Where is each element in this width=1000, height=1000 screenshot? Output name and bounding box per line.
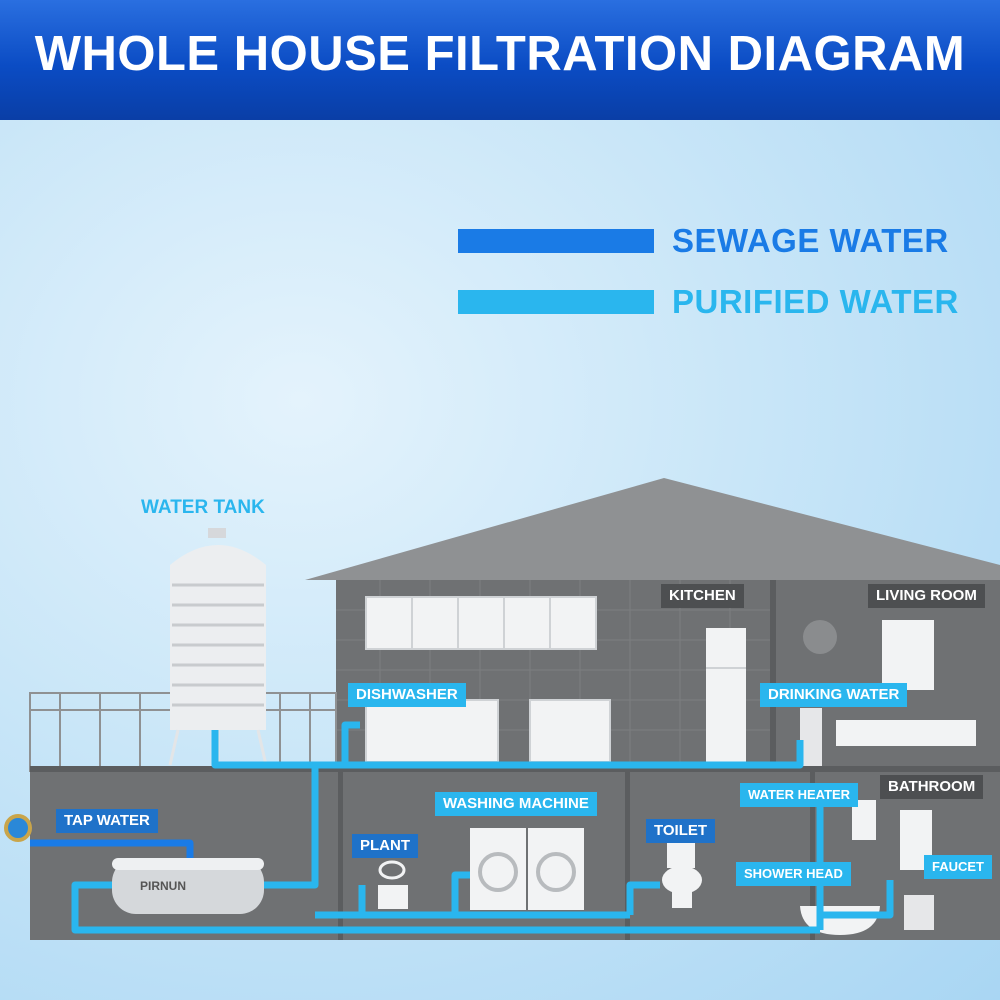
label-plant: PLANT	[352, 834, 418, 858]
label-room-kitchen: KITCHEN	[661, 584, 744, 608]
label-water-heater: WATER HEATER	[740, 783, 859, 807]
label-toilet: TOILET	[646, 819, 716, 843]
label-shower-head: SHOWER HEAD	[736, 862, 851, 886]
label-water-tank: WATER TANK	[141, 497, 265, 518]
label-drinking-water: DRINKING WATER	[760, 683, 908, 707]
page-title: WHOLE HOUSE FILTRATION DIAGRAM	[34, 27, 966, 81]
label-tap-water: TAP WATER	[56, 809, 158, 833]
label-room-living-room: LIVING ROOM	[868, 584, 985, 608]
sofa-icon	[836, 720, 976, 746]
roof	[305, 478, 1000, 580]
purified-pipe	[71, 721, 894, 934]
title-banner: WHOLE HOUSE FILTRATION DIAGRAM	[0, 0, 1000, 120]
legend-swatch-sewage	[458, 229, 654, 253]
plant-icon	[378, 860, 408, 909]
label-room-bathroom: BATHROOM	[880, 775, 984, 799]
fridge-icon	[706, 628, 746, 764]
legend-label-purified: PURIFIED WATER	[672, 283, 959, 320]
toilet-icon	[662, 842, 702, 908]
clock-icon	[803, 620, 837, 654]
label-washing-machine: WASHING MACHINE	[435, 792, 597, 816]
kitchen-cabinets-icon	[365, 596, 611, 763]
sewage-pipe	[30, 839, 194, 858]
legend-swatch-purified	[458, 290, 654, 314]
water-dispenser-icon	[800, 708, 822, 766]
bookshelf-icon	[882, 620, 934, 690]
legend-label-sewage: SEWAGE WATER	[672, 222, 949, 259]
sink-icon	[904, 895, 934, 930]
water-meter-icon	[4, 814, 32, 842]
filter-tank-icon: PIRNUN	[112, 858, 264, 914]
label-dishwasher: DISHWASHER	[348, 683, 466, 707]
washing-machine-icon	[470, 828, 584, 910]
filter-brand-text: PIRNUN	[140, 879, 186, 893]
water-tank-icon	[168, 528, 268, 766]
label-faucet: FAUCET	[924, 855, 992, 879]
